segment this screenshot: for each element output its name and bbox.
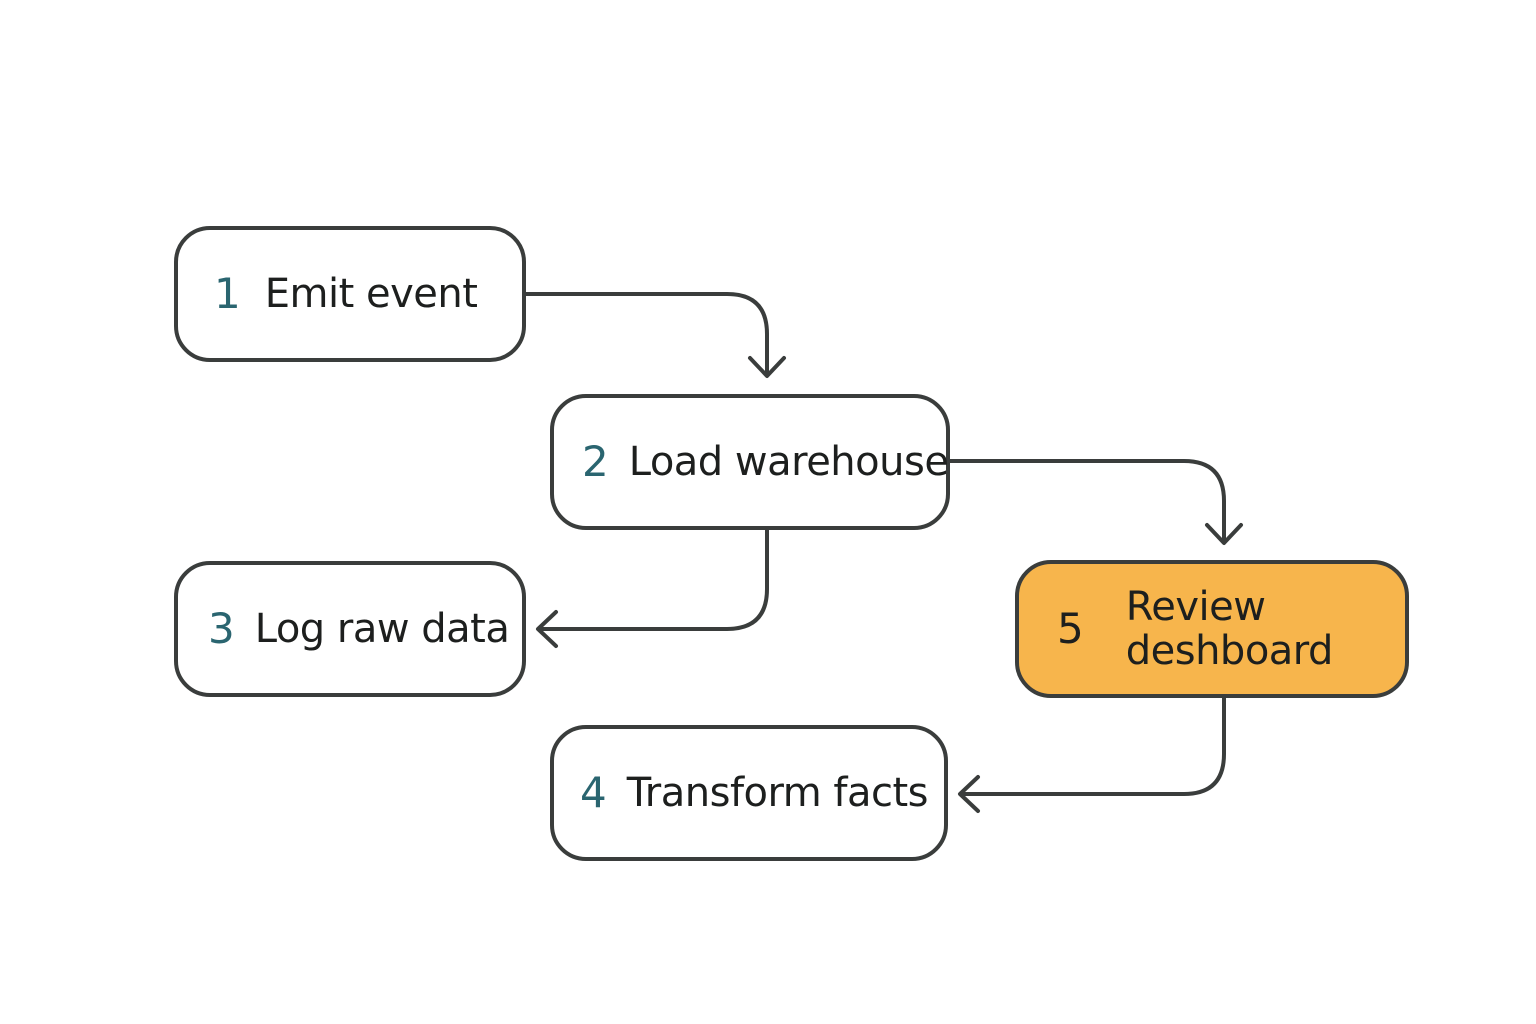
step-1-number: 1 bbox=[214, 269, 241, 318]
arrow-2-to-5 bbox=[948, 459, 1226, 543]
arrow-1-to-2 bbox=[524, 292, 769, 376]
arrow-2-to-3 bbox=[538, 528, 769, 631]
step-5-label: Review deshboard bbox=[1125, 584, 1334, 674]
step-4-label: Transform facts bbox=[626, 770, 929, 816]
arrow-5-to-4 bbox=[960, 696, 1226, 796]
arrowhead-2-to-5 bbox=[1205, 523, 1243, 545]
step-1-node[interactable]: 1 Emit event bbox=[174, 226, 526, 362]
arrowhead-1-to-2 bbox=[748, 356, 786, 378]
step-3-node[interactable]: 3 Log raw data bbox=[174, 561, 526, 697]
step-1-label: Emit event bbox=[264, 271, 478, 317]
step-2-number: 2 bbox=[582, 437, 609, 486]
step-2-label: Load warehouse bbox=[628, 439, 949, 485]
step-5-label-line-2: deshboard bbox=[1125, 628, 1334, 674]
step-4-number: 4 bbox=[580, 768, 607, 817]
step-3-number: 3 bbox=[208, 604, 235, 653]
step-3-label: Log raw data bbox=[254, 606, 510, 652]
step-2-node[interactable]: 2 Load warehouse bbox=[550, 394, 950, 530]
arrowhead-2-to-3 bbox=[536, 610, 558, 648]
step-4-node[interactable]: 4 Transform facts bbox=[550, 725, 948, 861]
step-5-number: 5 bbox=[1057, 604, 1084, 653]
step-5-node[interactable]: 5 Review deshboard bbox=[1015, 560, 1409, 698]
arrowhead-5-to-4 bbox=[958, 775, 980, 813]
step-5-label-line-1: Review bbox=[1125, 584, 1266, 630]
